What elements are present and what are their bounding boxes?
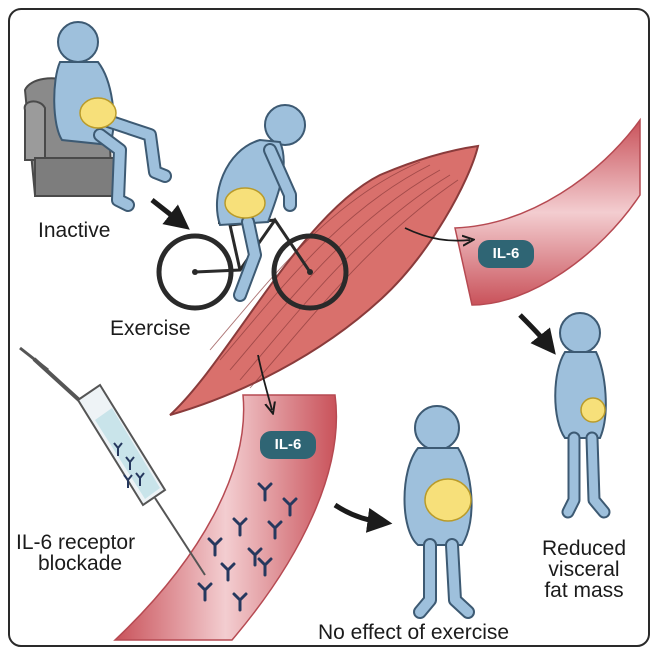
syringe-antibodies: [113, 442, 145, 488]
label-reduced-3: fat mass: [544, 579, 624, 602]
il6-badge-upper: IL-6: [478, 240, 534, 268]
reduced-fat-person: [554, 312, 611, 519]
label-reduced-2: visceral: [548, 558, 620, 581]
arrow-to-reduced-fat: [518, 313, 556, 355]
label-reduced-1: Reduced: [541, 537, 627, 560]
label-inactive: Inactive: [38, 219, 111, 242]
vessel-antibodies: [197, 482, 298, 612]
arrow-to-no-effect: [333, 502, 393, 533]
no-effect-person: [403, 405, 475, 619]
arrow-muscle-to-lower-vessel: [257, 354, 272, 410]
inactive-person: [53, 21, 172, 212]
exercise-person: [215, 104, 306, 302]
il6-badge-lower: IL-6: [260, 431, 316, 459]
muscle: [169, 144, 480, 416]
label-exercise: Exercise: [110, 317, 191, 340]
label-receptor-blockade-1: IL-6 receptor: [16, 531, 136, 554]
label-no-effect: No effect of exercise: [318, 621, 510, 644]
arrow-muscle-to-upper-vessel: [404, 227, 470, 241]
arrow-inactive-to-exercise: [150, 198, 190, 230]
label-receptor-blockade-2: blockade: [38, 552, 123, 575]
